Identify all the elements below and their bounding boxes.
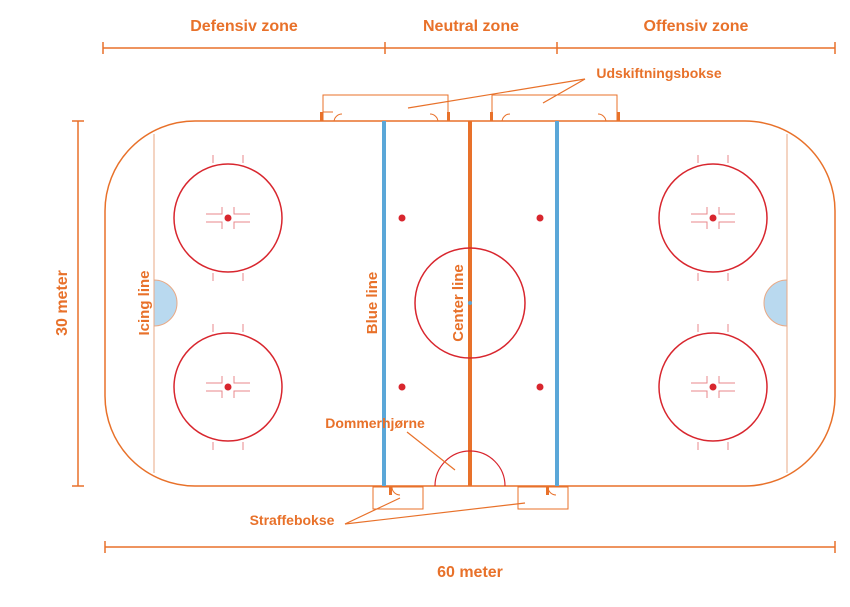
player-bench-left (322, 94, 449, 123)
center-line-label: Center line (450, 264, 467, 342)
referee-crease-label: Dommerhjørne (325, 415, 425, 431)
referee-crease-pointer (406, 431, 456, 471)
penalty-boxes-pointers (344, 497, 526, 525)
neutral-zone-label: Neutral zone (423, 18, 519, 35)
defensive-zone-label: Defensiv zone (190, 18, 298, 35)
faceoff-circle-bottom-left (173, 324, 283, 450)
center-faceoff-spot (468, 301, 472, 305)
neutral-faceoff-spots (398, 214, 544, 391)
width-dimension-bar (104, 541, 836, 553)
faceoff-circle-bottom-right (658, 324, 768, 450)
goal-crease-right (763, 279, 788, 327)
icing-line-label: Icing line (136, 270, 153, 335)
penalty-box-left (372, 486, 424, 510)
offensive-zone-label: Offensiv zone (644, 18, 749, 35)
bench-doors (320, 112, 620, 122)
faceoff-circle-top-right (658, 155, 768, 281)
player-boxes-label: Udskiftningsbokse (596, 65, 721, 81)
player-bench-right (491, 94, 618, 123)
player-boxes-pointers (407, 78, 586, 109)
faceoff-circle-top-left (173, 155, 283, 281)
height-dimension-bar (72, 120, 84, 487)
penalty-box-doors (389, 487, 549, 495)
goal-crease-left (153, 279, 178, 327)
blue-line-right (555, 121, 559, 486)
blue-line-label: Blue line (364, 272, 381, 335)
blue-line-left (382, 121, 386, 486)
center-circle (414, 247, 526, 359)
width-dimension-label: 60 meter (437, 564, 503, 581)
penalty-box-right (517, 486, 569, 510)
zone-dimension-bar (102, 42, 836, 54)
referee-crease (434, 450, 506, 487)
height-dimension-label: 30 meter (54, 270, 71, 336)
penalty-boxes-label: Straffebokse (250, 512, 335, 528)
